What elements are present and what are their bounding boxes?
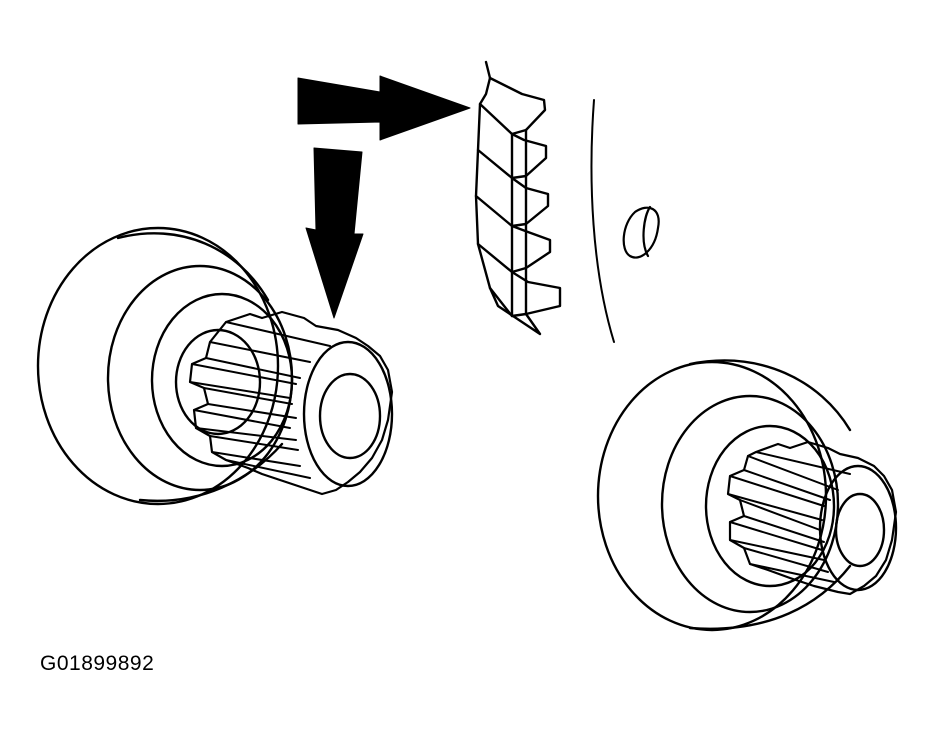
pinion-face-right <box>818 464 898 592</box>
vertical-double-arrow <box>305 147 364 319</box>
arrow-head-rear <box>297 75 471 141</box>
flywheel-hole <box>622 205 660 259</box>
clutch-collar <box>150 292 294 468</box>
pinion-bore-right <box>834 492 886 568</box>
clutch-collar-ring <box>174 328 262 436</box>
starter-drive-pinion-left <box>36 226 394 506</box>
pinion-bore-left <box>318 372 382 460</box>
pinion-teeth-left-lines <box>189 321 331 479</box>
pinion-teeth-right-lines <box>727 451 851 583</box>
clutch-collar-right <box>704 424 836 588</box>
clutch-housing-side-right <box>688 359 852 630</box>
flywheel-ring-gear-teeth <box>474 60 562 336</box>
pinion-teeth-left <box>188 310 394 496</box>
figure-code: G01899892 <box>40 652 155 675</box>
horizontal-double-arrow <box>297 75 471 141</box>
flywheel-edge-line <box>590 99 615 343</box>
clutch-housing-outer <box>36 226 280 506</box>
arrow-down-shape <box>305 147 364 319</box>
clutch-housing-inner-right <box>660 394 840 614</box>
pinion-face-left <box>302 340 394 488</box>
starter-drive-pinion-right <box>596 359 898 632</box>
